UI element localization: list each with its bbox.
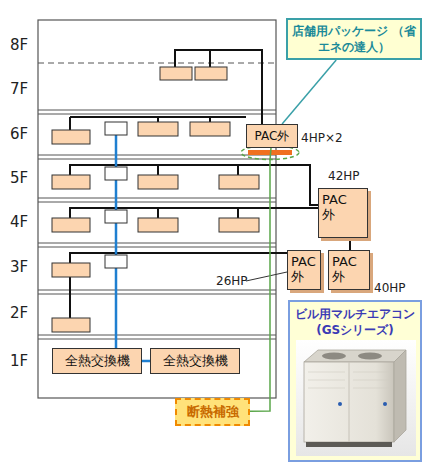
floor-label: 8F	[10, 36, 28, 54]
node-text: 全熱交換機	[163, 352, 228, 370]
node-text: 断熱補強	[187, 403, 239, 421]
photo-background	[296, 340, 416, 456]
node-text: 店舗用パッケージ （省エネの達人）	[288, 23, 420, 55]
connector-line	[250, 148, 271, 411]
floor-label: 1F	[10, 352, 28, 370]
heat-exchanger: 全熱交換機	[52, 348, 142, 374]
node-text: PAC 外	[329, 251, 362, 284]
refrigerant-piping	[70, 50, 350, 318]
leader-line	[246, 272, 287, 281]
note-box: 断熱補強	[175, 398, 250, 426]
capacity-label: 26HP	[216, 274, 248, 288]
node-text: ビル用マルチエアコン (GSシリーズ)	[290, 306, 420, 338]
outdoor-unit: PAC 外	[287, 250, 321, 290]
outdoor-unit: PAC 外	[328, 250, 370, 290]
callout-box: 店舗用パッケージ （省エネの達人）	[286, 18, 422, 60]
outdoor-unit: PAC外	[246, 124, 298, 148]
floor-label: 5F	[10, 169, 28, 187]
floor-label: 3F	[10, 258, 28, 276]
capacity-label: 4HP×2	[301, 131, 343, 145]
floor-label: 2F	[10, 304, 28, 322]
capacity-label: 40HP	[374, 281, 406, 295]
heat-exchanger: 全熱交換機	[150, 348, 240, 374]
connector-line	[142, 360, 150, 363]
mezzanine-line	[38, 63, 276, 64]
connector-line	[282, 60, 336, 124]
outdoor-unit-image	[304, 350, 406, 447]
vent-grilles	[105, 122, 127, 268]
floor-label: 6F	[10, 125, 28, 143]
node-text: PAC外	[255, 128, 290, 145]
node-text: PAC 外	[319, 189, 352, 222]
capacity-label: 42HP	[328, 169, 360, 183]
floor-label: 4F	[10, 213, 28, 231]
floor-label: 7F	[10, 80, 28, 98]
node-text: 全熱交換機	[65, 352, 130, 370]
indoor-units	[52, 67, 259, 332]
floor-slabs	[38, 110, 276, 339]
product-callout: ビル用マルチエアコン (GSシリーズ)	[288, 300, 422, 462]
outdoor-unit: PAC 外	[318, 188, 368, 238]
node-text: PAC 外	[288, 251, 320, 284]
